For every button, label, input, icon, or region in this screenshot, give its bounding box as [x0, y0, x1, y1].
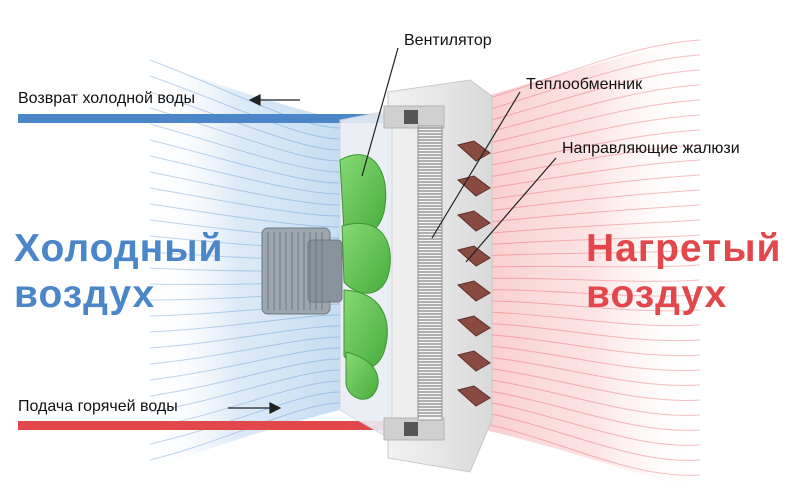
- guide-louvers: [456, 140, 491, 407]
- cold-air-line2: воздух: [14, 273, 156, 316]
- louver-blade: [456, 350, 491, 372]
- louver-blade: [456, 280, 491, 302]
- louvers-label: Направляющие жалюзи: [562, 140, 740, 157]
- fan-label: Вентилятор: [404, 32, 492, 49]
- warm-air-field: [440, 40, 700, 490]
- louver-blade: [456, 210, 491, 232]
- warm-air-line2: воздух: [586, 273, 728, 316]
- cold-return-label: Возврат холодной воды: [18, 90, 196, 107]
- louver-blade: [456, 315, 491, 337]
- louver-blade: [456, 385, 491, 407]
- louver-blade: [456, 245, 491, 267]
- cold-air-field: [150, 60, 340, 470]
- heat-exchanger-label: Теплообменник: [526, 76, 643, 93]
- hot-supply-arrow: [269, 402, 282, 414]
- cold-air-heading: Холодный воздух: [14, 226, 224, 318]
- cold-air-line1: Холодный: [14, 227, 224, 270]
- flow-arrows: [228, 94, 300, 414]
- leader-lines: [361, 47, 557, 263]
- cold-return-pipe: [18, 114, 398, 123]
- fan-blades: [339, 154, 391, 400]
- cold-return-arrow: [248, 94, 261, 106]
- fan-motor: [261, 227, 343, 315]
- hot-supply-pipe: [18, 421, 398, 430]
- warm-air-heading: Нагретый воздух: [586, 226, 781, 318]
- warm-air-line1: Нагретый: [586, 227, 782, 270]
- heat-exchanger-fins: [417, 125, 443, 421]
- hot-supply-label: Подача горячей воды: [18, 398, 178, 415]
